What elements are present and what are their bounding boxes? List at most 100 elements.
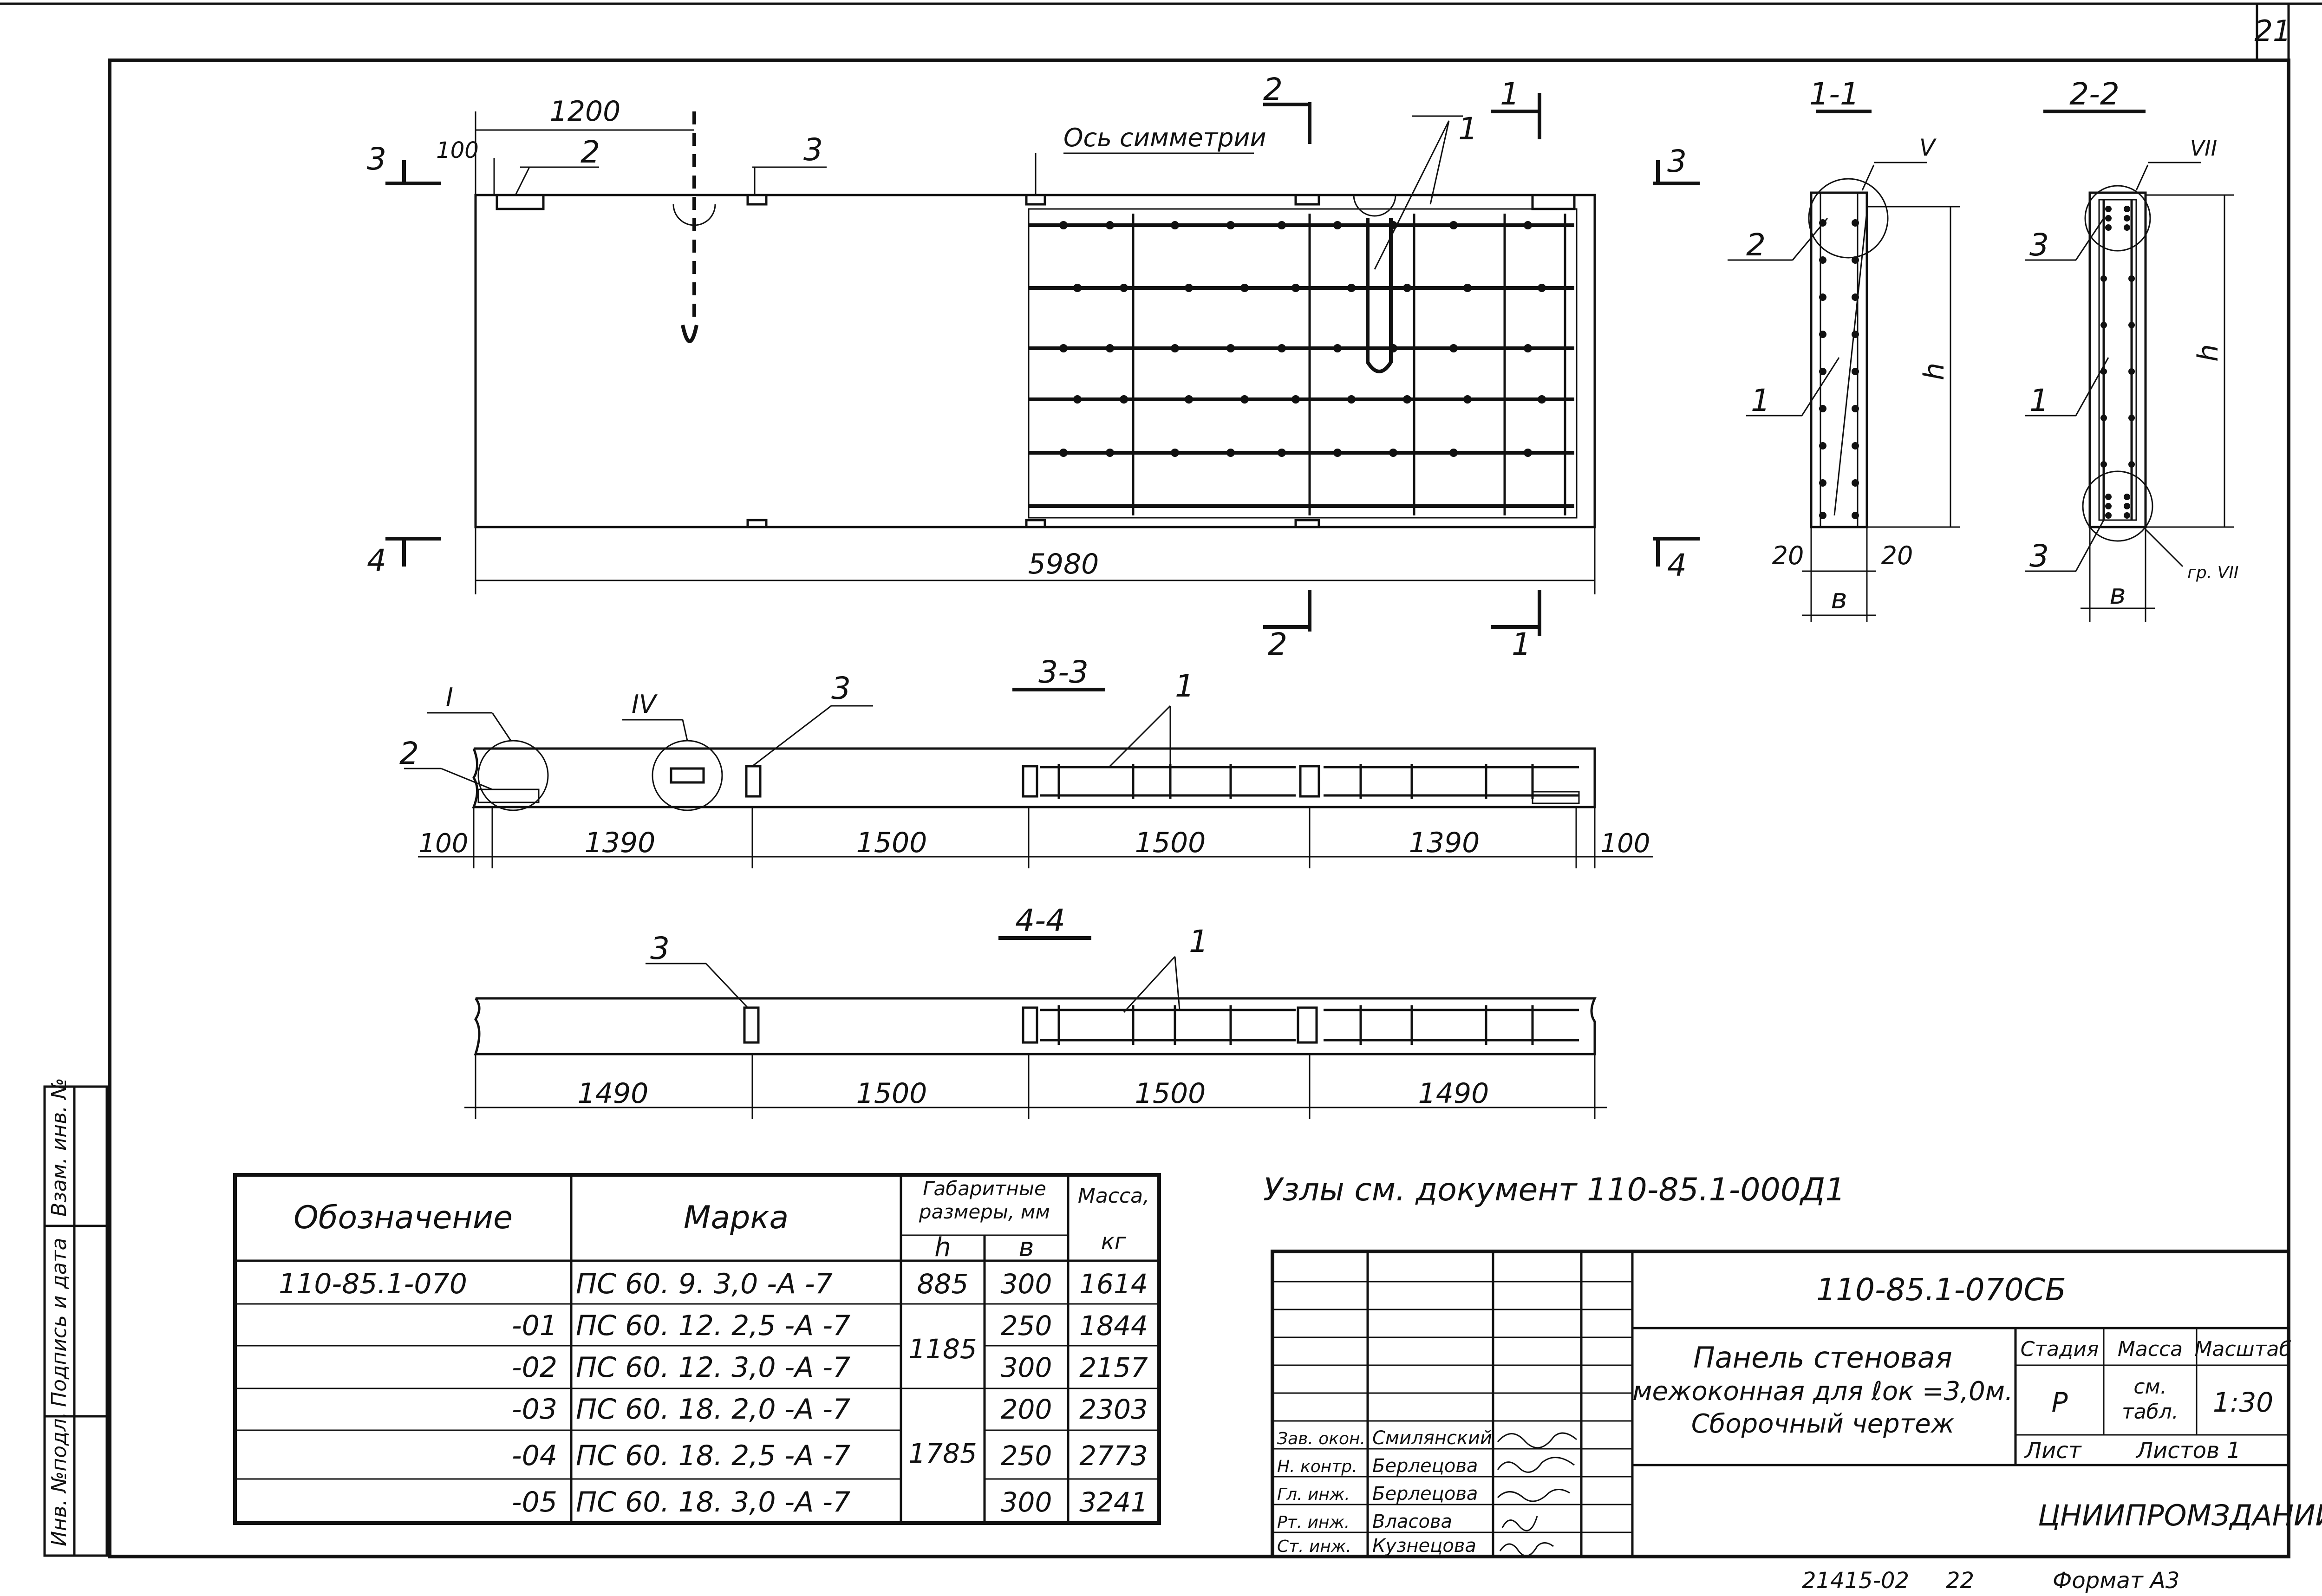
section-3-3-pos-2: 2 [399,736,419,771]
section-4-4-pos-3: 3 [650,931,670,966]
signer-role: Рт. инж. [1277,1513,1350,1532]
rebar-dot [1819,442,1826,449]
section-3-3-title: 3-3 [1038,654,1089,690]
rebar-dot [2124,503,2130,509]
table-cell-mass: 2773 [1079,1440,1148,1472]
rebar-dot [1059,344,1068,352]
rebar-dot [1120,395,1128,404]
rebar-dot [2105,512,2112,519]
rebar-dot [1333,221,1342,229]
signer-name: Берлецова [1372,1455,1478,1477]
table-cell-mass: 1844 [1079,1310,1148,1342]
plan-pos-2: 2 [580,134,600,170]
side-stamp-inv-orig: Инв. №подл. [47,1412,71,1546]
signer-name: Кузнецова [1372,1535,1476,1557]
rebar-dot [1171,449,1179,457]
rebar-dot [2100,368,2107,375]
signer-role: Н. контр. [1277,1457,1357,1476]
rebar-dot [1278,344,1286,352]
section-4-4-pos-1: 1 [1189,924,1208,959]
table-cell-mark: ПС 60. 18. 2,5 -А -7 [576,1440,850,1472]
rebar-dot [2105,206,2112,212]
plan-dim-1200: 1200 [550,95,621,128]
side-stamp-inv-repl: Взам. инв. № [47,1078,71,1217]
rebar-dot [2105,215,2112,221]
table-cell-b: 250 [1001,1310,1052,1342]
rebar-dot [1524,344,1532,352]
rebar-dot [1524,449,1532,457]
rebar-dot [1852,368,1859,375]
plan-pos-1: 1 [1458,111,1478,147]
cut-2-bottom: 2 [1268,626,1287,662]
rebar-dot [1819,219,1826,227]
table-cell-mark: ПС 60. 18. 2,0 -А -7 [576,1393,850,1426]
signer-role: Ст. инж. [1277,1537,1351,1556]
symmetry-axis-note: Ось симметрии [1063,123,1266,152]
table-cell-b: 300 [1001,1352,1052,1383]
rebar-dot [1333,449,1342,457]
rebar-dot [2128,368,2135,375]
signer-role: Зав. окон. [1277,1429,1365,1448]
rebar-dot [1059,221,1068,229]
rebar-dot [1240,284,1249,292]
stamp-mass-box: см. табл. [2122,1375,2179,1424]
rebar-dot [1171,344,1179,352]
stamp-sheets-label: Листов 1 [2135,1438,2241,1464]
cut-1-top: 1 [1500,76,1520,112]
rebar-dot [1852,442,1859,449]
section-3-3-dim-3: 1500 [856,827,927,859]
section-2-2-note: гр. VII [2187,563,2239,582]
rebar-dot [2128,461,2135,468]
section-1-1-node-label: V [1919,134,1937,161]
section-3-3-node-iv: IV [632,690,658,719]
section-1-1 [1728,110,1960,622]
section-1-1-dim-right: 20 [1881,541,1913,570]
rebar-dot [1185,284,1193,292]
stamp-mass: см. табл. [2122,1375,2179,1424]
rebar-dot [1347,395,1356,404]
signer-name: Берлецова [1372,1483,1478,1505]
section-3-3-node-i: I [446,683,453,712]
rebar-dot [1226,221,1235,229]
table-cell-b: 200 [1001,1394,1052,1425]
rebar-dot [1291,284,1300,292]
rebar-dot [2100,322,2107,328]
section-4-4-title: 4-4 [1015,903,1065,938]
rebar-dot [1278,221,1286,229]
table-header-h: h [934,1232,951,1263]
stamp-sheet-label: Лист [2024,1438,2082,1464]
table-rows: 110-85.1-070 ПС 60. 9. 3,0 -А -7 885 300… [279,1268,1148,1518]
table-cell-designation: -04 [512,1440,557,1472]
side-stamp: Инв. №подл. Подпись и дата Взам. инв. № [43,1078,108,1557]
section-2-2-rebar-dots [2100,206,2135,519]
section-4-4-dim-1: 1490 [578,1077,649,1110]
section-3-3-dim-5: 1390 [1409,827,1480,859]
rebar-dot [1819,512,1826,519]
rebar-dot [1852,479,1859,487]
rebar-dot [2124,224,2130,231]
rebar-dot [1278,449,1286,457]
stamp-stage-label: Стадия [2021,1337,2099,1361]
rebar-dot [2100,461,2107,468]
section-2-2-h: h [2192,344,2224,362]
rebar-dot [1389,449,1397,457]
table-cell-designation: -02 [512,1351,557,1384]
table-header-designation: Обозначение [294,1199,513,1236]
rebar-dot [1106,344,1114,352]
rebar-dot [1073,284,1082,292]
rebar-dot [2128,275,2135,282]
sheet-number: 21 [2255,14,2291,48]
section-2-2-pos-3-top: 3 [2029,227,2049,263]
rebar-dot [1226,449,1235,457]
title-block [1271,1250,2290,1558]
section-3-3-dim-4: 1500 [1135,827,1206,859]
table-header-dims-box: Габаритные размеры, мм [919,1177,1050,1223]
rebar-dot [1347,284,1356,292]
rebar-dot [1403,284,1411,292]
rebar-dot [1852,405,1859,412]
rebar-dot [2128,322,2135,328]
table-cell-mass: 1614 [1079,1268,1148,1300]
rebar-dot [1819,331,1826,338]
